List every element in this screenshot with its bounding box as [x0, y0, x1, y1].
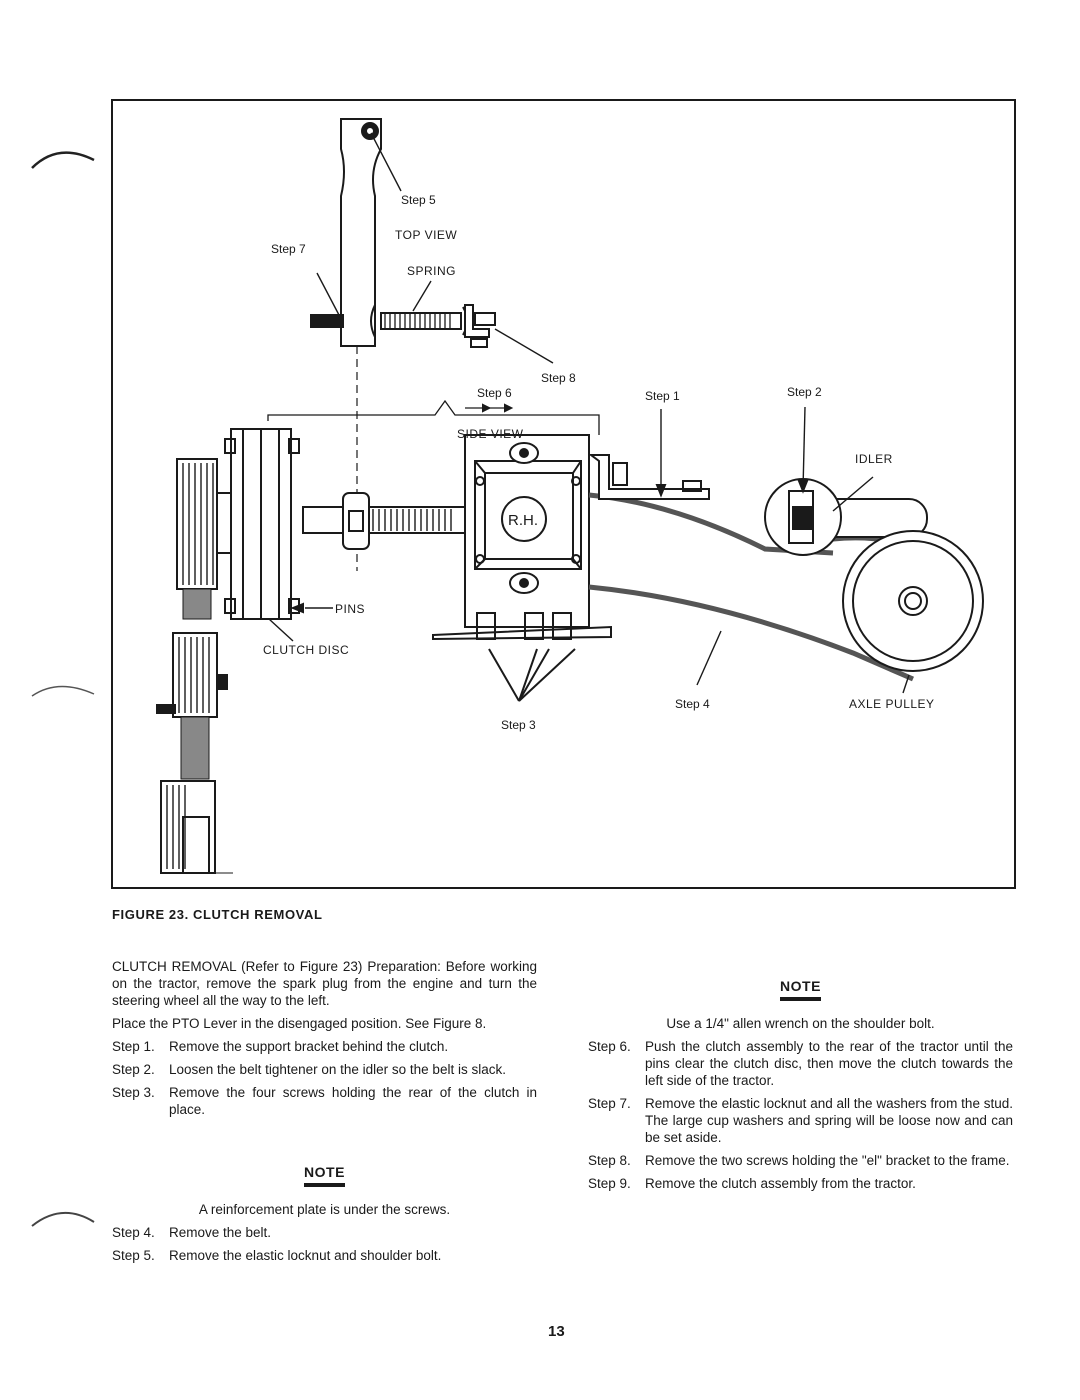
step-number: Step 8.	[588, 1153, 631, 1168]
label-step8: Step 8	[541, 371, 576, 385]
note-heading: NOTE	[112, 1164, 537, 1187]
step-item: Step 9. Remove the clutch assembly from …	[588, 1175, 1013, 1192]
pto-paragraph: Place the PTO Lever in the disengaged po…	[112, 1016, 487, 1031]
step-number: Step 5.	[112, 1248, 155, 1263]
label-pins: PINS	[335, 602, 365, 616]
right-column: NOTE Use a 1/4" allen wrench on the shou…	[588, 978, 1013, 1198]
step-text: Remove the clutch assembly from the trac…	[645, 1176, 916, 1191]
note-text: Use a 1/4" allen wrench on the shoulder …	[666, 1016, 935, 1031]
scan-mark	[31, 1211, 95, 1227]
label-axle-pulley: AXLE PULLEY	[849, 697, 935, 711]
label-step2: Step 2	[787, 385, 822, 399]
step-number: Step 4.	[112, 1225, 155, 1240]
step-number: Step 6.	[588, 1039, 631, 1054]
step-text: Remove the support bracket behind the cl…	[169, 1039, 449, 1054]
label-spring: SPRING	[407, 264, 456, 278]
label-top-view: TOP VIEW	[395, 228, 457, 242]
step-item: Step 3. Remove the four screws holding t…	[112, 1084, 537, 1118]
figure-frame: R.H. Step 5 TOP VIEW Step 7 SPRING Step …	[111, 99, 1016, 889]
axle-pulley	[842, 530, 984, 672]
note-text: A reinforcement plate is under the screw…	[198, 1202, 451, 1217]
step-number: Step 3.	[112, 1085, 155, 1100]
step-item: Step 8. Remove the two screws holding th…	[588, 1152, 1013, 1169]
label-step3: Step 3	[501, 718, 536, 732]
label-step5: Step 5	[401, 193, 436, 207]
step-number: Step 7.	[588, 1096, 631, 1111]
scan-mark	[31, 151, 95, 169]
belt-lower	[588, 584, 914, 682]
step-item: Step 7. Remove the elastic locknut and a…	[588, 1095, 1013, 1146]
left-column: CLUTCH REMOVAL (Refer to Figure 23) Prep…	[112, 958, 537, 1270]
step-number: Step 9.	[588, 1176, 631, 1191]
step-text: Loosen the belt tightener on the idler s…	[169, 1062, 506, 1077]
label-step1: Step 1	[645, 389, 680, 403]
step-item: Step 6. Push the clutch assembly to the …	[588, 1038, 1013, 1089]
step-text: Remove the elastic locknut and all the w…	[645, 1096, 1013, 1145]
label-side-view: SIDE VIEW	[457, 427, 524, 441]
label-step4: Step 4	[675, 697, 710, 711]
label-step6: Step 6	[477, 386, 512, 400]
step-number: Step 2.	[112, 1062, 155, 1077]
scan-mark	[31, 685, 95, 697]
label-clutch-disc: CLUTCH DISC	[263, 643, 349, 657]
step-text: Push the clutch assembly to the rear of …	[645, 1039, 1013, 1088]
step-item: Step 4. Remove the belt.	[112, 1224, 537, 1241]
label-step7: Step 7	[271, 242, 306, 256]
page-number: 13	[548, 1323, 565, 1340]
step-text: Remove the two screws holding the "el" b…	[645, 1153, 1010, 1168]
step-item: Step 2. Loosen the belt tightener on the…	[112, 1061, 537, 1078]
note-heading: NOTE	[588, 978, 1013, 1001]
rh-marking: R.H.	[508, 512, 538, 529]
top-view-lever	[340, 118, 382, 347]
step-text: Remove the belt.	[169, 1225, 272, 1240]
clutch-diagram: R.H. Step 5 TOP VIEW Step 7 SPRING Step …	[156, 118, 984, 874]
step-item: Step 5. Remove the elastic locknut and s…	[112, 1247, 537, 1264]
step-text: Remove the four screws holding the rear …	[169, 1085, 537, 1117]
intro-paragraph: CLUTCH REMOVAL (Refer to Figure 23) Prep…	[112, 959, 537, 1008]
label-idler: IDLER	[855, 452, 893, 466]
step-text: Remove the elastic locknut and shoulder …	[169, 1248, 442, 1263]
step-item: Step 1. Remove the support bracket behin…	[112, 1038, 537, 1055]
step-number: Step 1.	[112, 1039, 155, 1054]
figure-caption: FIGURE 23. CLUTCH REMOVAL	[112, 907, 323, 922]
